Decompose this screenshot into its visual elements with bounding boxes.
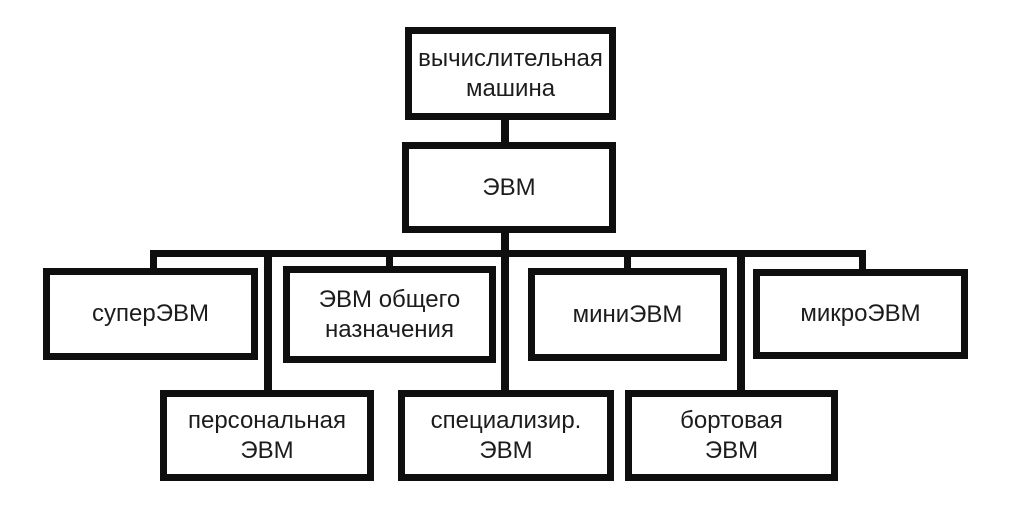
connector-bus-to-personal	[264, 250, 272, 394]
node-general-purpose-evm: ЭВМ общего назначения	[283, 266, 496, 363]
node-onboard-evm: бортовая ЭВМ	[625, 390, 838, 481]
node-super-evm: суперЭВМ	[43, 268, 258, 360]
connector-bus-to-onboard	[737, 250, 745, 394]
connector-bus-to-micro	[859, 250, 866, 273]
connector-bus-to-super	[150, 250, 157, 272]
node-mini-evm: миниЭВМ	[528, 268, 727, 361]
connector-horizontal-bus	[150, 250, 866, 257]
connector-root-to-evm	[501, 114, 509, 146]
node-personal-evm: персональная ЭВМ	[160, 390, 374, 481]
node-evm: ЭВМ	[402, 142, 616, 233]
connector-bus-to-general	[386, 250, 393, 270]
node-specialized-evm: специализир. ЭВМ	[398, 390, 614, 481]
connector-bus-to-mini	[624, 250, 631, 270]
connector-evm-to-special	[501, 228, 509, 394]
node-micro-evm: микроЭВМ	[753, 269, 968, 359]
node-computing-machine: вычислительная машина	[405, 27, 616, 120]
